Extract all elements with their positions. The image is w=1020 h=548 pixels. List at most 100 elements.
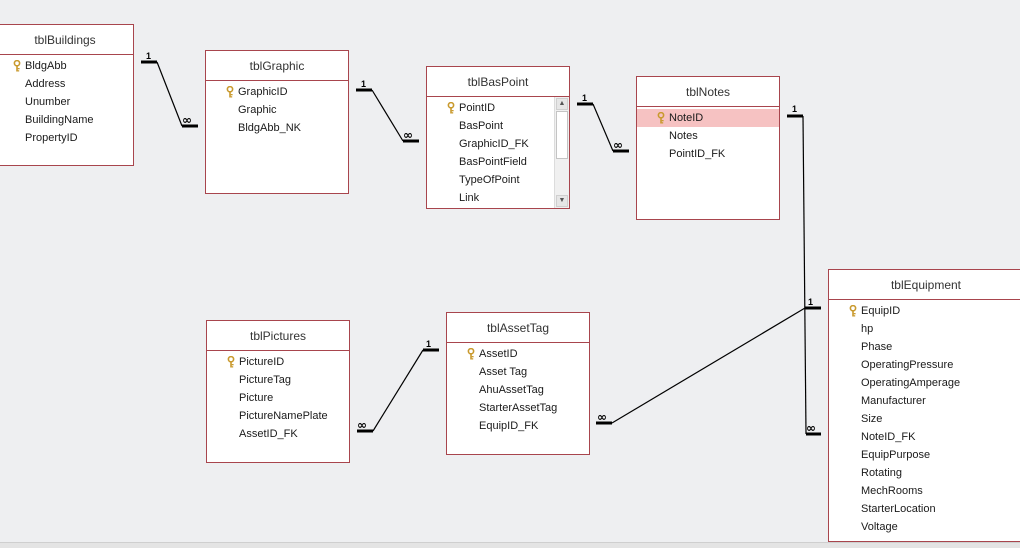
rel-notes-equipment-many-label: ∞ [806, 421, 816, 435]
field-row[interactable]: Unumber [9, 93, 133, 111]
field-row[interactable]: PictureID [223, 353, 349, 371]
primary-key-icon [467, 347, 475, 360]
field-name: BldgAbb [25, 60, 67, 72]
table-title[interactable]: tblEquipment [829, 270, 1020, 300]
field-row[interactable]: TypeOfPoint [443, 171, 569, 189]
field-row[interactable]: AssetID_FK [223, 425, 349, 443]
table-title[interactable]: tblBasPoint [427, 67, 569, 97]
field-row[interactable]: PointID_FK [637, 145, 779, 163]
primary-key-icon [227, 355, 235, 368]
field-row[interactable]: Asset Tag [463, 363, 589, 381]
rel-buildings-graphic-one-label: 1 [146, 51, 151, 61]
field-row[interactable]: PictureTag [223, 371, 349, 389]
rel-graphic-baspoint-many-label: ∞ [403, 128, 413, 142]
field-row[interactable]: Notes [637, 127, 779, 145]
field-row[interactable]: GraphicID [222, 83, 348, 101]
field-name: EquipPurpose [861, 449, 931, 461]
field-row[interactable]: Picture [223, 389, 349, 407]
field-name: MechRooms [861, 485, 923, 497]
field-name: Size [861, 413, 883, 425]
field-name: Unumber [25, 96, 71, 108]
table-title[interactable]: tblAssetTag [447, 313, 589, 343]
horizontal-scrollbar[interactable] [0, 542, 1020, 548]
rel-buildings-graphic-many-label: ∞ [182, 113, 192, 127]
field-name: StarterLocation [861, 503, 936, 515]
field-row[interactable]: EquipID [845, 302, 1020, 320]
scroll-up-arrow-icon[interactable]: ▲ [556, 98, 568, 110]
field-row[interactable]: BldgAbb_NK [222, 119, 348, 137]
field-row[interactable]: Phase [845, 338, 1020, 356]
field-row[interactable]: AhuAssetTag [463, 381, 589, 399]
primary-key-icon [849, 304, 857, 317]
field-row[interactable]: BasPoint [443, 117, 569, 135]
field-row[interactable]: EquipPurpose [845, 446, 1020, 464]
rel-notes-equipment-one-label: 1 [792, 104, 797, 114]
field-row[interactable]: BuildingName [9, 111, 133, 129]
field-row[interactable]: Graphic [222, 101, 348, 119]
field-name: BuildingName [25, 114, 94, 126]
field-row[interactable]: Address [9, 75, 133, 93]
field-row[interactable]: AssetID [463, 345, 589, 363]
field-row[interactable]: Voltage [845, 518, 1020, 536]
field-name: EquipID [861, 305, 901, 317]
field-row[interactable]: Size [845, 410, 1020, 428]
field-name: PropertyID [25, 132, 78, 144]
field-name: Manufacturer [861, 395, 926, 407]
field-name: Rotating [861, 467, 902, 479]
field-row[interactable]: Rotating [845, 464, 1020, 482]
table-title[interactable]: tblBuildings [0, 25, 133, 55]
field-row[interactable]: Link [443, 189, 569, 207]
field-row[interactable]: GraphicID_FK [443, 135, 569, 153]
field-row[interactable]: OperatingAmperage [845, 374, 1020, 392]
field-row[interactable]: BasPointField [443, 153, 569, 171]
field-row[interactable]: BldgAbb [9, 57, 133, 75]
field-row[interactable]: Manufacturer [845, 392, 1020, 410]
scroll-thumb[interactable] [556, 111, 568, 159]
rel-notes-equipment-line [802, 115, 807, 435]
table-title[interactable]: tblGraphic [206, 51, 348, 81]
field-name: PictureNamePlate [239, 410, 328, 422]
rel-baspoint-notes-many-label: ∞ [613, 138, 623, 152]
field-row[interactable]: PictureNamePlate [223, 407, 349, 425]
field-name: Phase [861, 341, 893, 353]
field-row[interactable]: PropertyID [9, 129, 133, 147]
field-name: NoteID [669, 112, 704, 124]
field-name: NoteID_FK [861, 431, 916, 443]
primary-key-icon [447, 101, 455, 114]
field-name: BasPoint [459, 120, 504, 132]
field-name: AssetID [479, 348, 518, 360]
rel-equipment-assettag-one-label: 1 [808, 297, 813, 307]
field-row[interactable]: NoteID_FK [845, 428, 1020, 446]
rel-baspoint-notes-line [592, 103, 614, 152]
field-row[interactable]: MechRooms [845, 482, 1020, 500]
table-title[interactable]: tblNotes [637, 77, 779, 107]
field-name: PointID_FK [669, 148, 726, 160]
field-name: Voltage [861, 521, 898, 533]
vertical-scrollbar[interactable]: ▲ ▼ [554, 97, 569, 208]
rel-assettag-pictures-line [372, 349, 424, 432]
field-row[interactable]: PointID [443, 99, 569, 117]
field-row[interactable]: NoteID [637, 109, 779, 127]
rel-buildings-graphic-line [156, 61, 183, 127]
field-name: PictureID [239, 356, 285, 368]
field-row[interactable]: EquipID_FK [463, 417, 589, 435]
field-row[interactable]: OperatingPressure [845, 356, 1020, 374]
field-name: Notes [669, 130, 698, 142]
scroll-down-arrow-icon[interactable]: ▼ [556, 195, 568, 207]
field-row[interactable]: StarterLocation [845, 500, 1020, 518]
table-title[interactable]: tblPictures [207, 321, 349, 351]
field-row[interactable]: hp [845, 320, 1020, 338]
field-name: AhuAssetTag [479, 384, 544, 396]
field-row[interactable]: StarterAssetTag [463, 399, 589, 417]
